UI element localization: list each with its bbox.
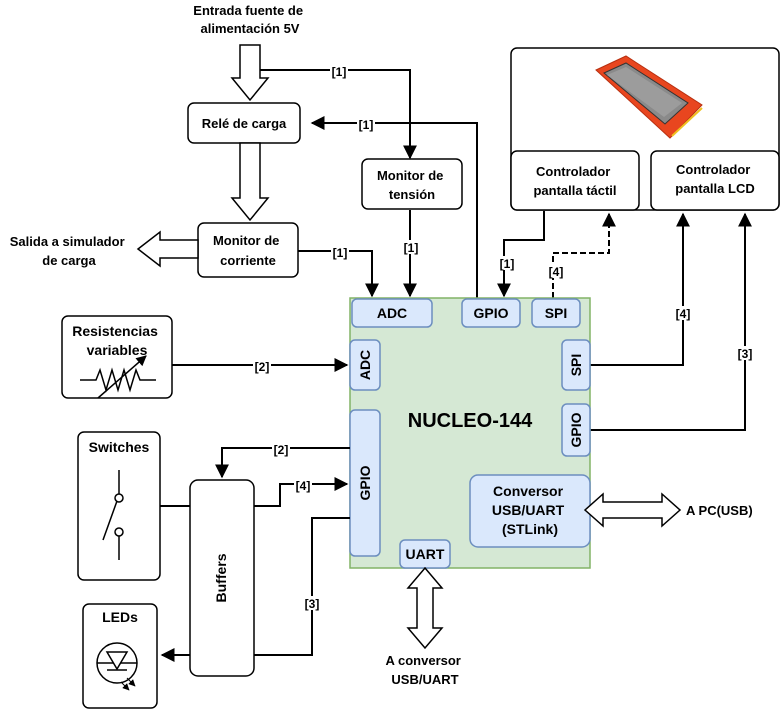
potentiometer-icon bbox=[80, 367, 156, 393]
link-label: [1] bbox=[500, 257, 515, 271]
port-adc-top bbox=[351, 298, 433, 328]
resistencias-variables: Resistencias variables bbox=[61, 315, 173, 399]
port-gpio-left bbox=[349, 409, 381, 557]
link-spi-lcd bbox=[590, 212, 690, 366]
link-label: [2] bbox=[274, 443, 289, 457]
link-spi-tactil bbox=[552, 212, 616, 298]
port-gpio-top bbox=[461, 298, 521, 328]
port-label: ADC bbox=[377, 305, 407, 321]
conversor-label: Conversor USB/UART (STLink) bbox=[492, 483, 568, 537]
link-gpio-lcd bbox=[590, 212, 752, 431]
link-label: [1] bbox=[359, 118, 374, 132]
link-gpio-rele bbox=[310, 116, 478, 298]
link-label: [4] bbox=[296, 479, 311, 493]
ctrl-tactil-label: Controlador pantalla táctil bbox=[533, 164, 616, 198]
link-label: [4] bbox=[676, 307, 691, 321]
port-label: UART bbox=[406, 546, 445, 562]
link-label: [1] bbox=[404, 241, 419, 255]
link-label: [3] bbox=[738, 347, 753, 361]
port-gpio-right bbox=[561, 403, 591, 457]
link-label: [1] bbox=[332, 65, 347, 79]
switches: Switches bbox=[77, 431, 161, 581]
ctrl-lcd-label: Controlador pantalla LCD bbox=[675, 162, 754, 196]
port-label: GPIO bbox=[473, 305, 508, 321]
link-corriente-adc bbox=[298, 250, 379, 298]
buffers: Buffers bbox=[189, 479, 255, 677]
port-label: GPIO bbox=[357, 465, 373, 500]
board-title: NUCLEO-144 bbox=[408, 410, 533, 432]
nucleo-board: NUCLEO-144 ADC GPIO SPI ADC GPIO SPI GPI… bbox=[349, 297, 591, 569]
resistencias-label: Resistencias variables bbox=[72, 323, 162, 358]
monitor-tension: Monitor de tensión bbox=[361, 158, 463, 210]
link-label: [4] bbox=[549, 265, 564, 279]
pc-label: A PC(USB) bbox=[686, 503, 753, 518]
leds-label: LEDs bbox=[102, 609, 138, 625]
link-label: [2] bbox=[255, 360, 270, 374]
lcd-group: Controlador pantalla táctil Controlador … bbox=[510, 47, 780, 211]
salida-label: Salida a simulador de carga bbox=[10, 234, 129, 268]
port-label: SPI bbox=[545, 305, 568, 321]
rele-label: Relé de carga bbox=[202, 116, 287, 131]
power-input-label: Entrada fuente de alimentación 5V bbox=[193, 3, 306, 36]
link-gpio-buffer-2 bbox=[215, 447, 350, 479]
uart-out-label: A conversor USB/UART bbox=[385, 653, 464, 687]
port-spi-top bbox=[531, 298, 581, 328]
monitor-tension-label: Monitor de tensión bbox=[377, 168, 447, 202]
lcd-module-image bbox=[595, 55, 703, 139]
led-icon bbox=[96, 642, 138, 691]
link-gpio-buffer-3 bbox=[254, 517, 350, 656]
link-input-tension bbox=[260, 69, 417, 160]
link-tactil-gpio bbox=[497, 211, 545, 298]
usb-arrow-pc bbox=[583, 492, 682, 528]
monitor-corriente-label: Monitor de corriente bbox=[213, 233, 283, 268]
leds: LEDs bbox=[82, 603, 158, 709]
switch-icon bbox=[102, 470, 124, 560]
buffers-label: Buffers bbox=[213, 553, 229, 602]
uart-arrow bbox=[406, 566, 444, 650]
link-label: [1] bbox=[333, 246, 348, 260]
power-arrow-in bbox=[230, 44, 270, 102]
power-arrow-mid bbox=[230, 142, 270, 222]
link-buffer-gpio-4 bbox=[254, 477, 349, 507]
port-adc-left bbox=[349, 339, 381, 391]
port-spi-right bbox=[561, 339, 591, 391]
link-label: [3] bbox=[305, 597, 320, 611]
port-label: SPI bbox=[568, 354, 584, 377]
switches-label: Switches bbox=[89, 439, 150, 455]
port-label: ADC bbox=[357, 350, 373, 380]
rele-de-carga: Relé de carga bbox=[187, 102, 301, 144]
monitor-corriente: Monitor de corriente bbox=[197, 222, 299, 278]
power-arrow-out bbox=[136, 230, 199, 268]
port-label: GPIO bbox=[568, 412, 584, 447]
